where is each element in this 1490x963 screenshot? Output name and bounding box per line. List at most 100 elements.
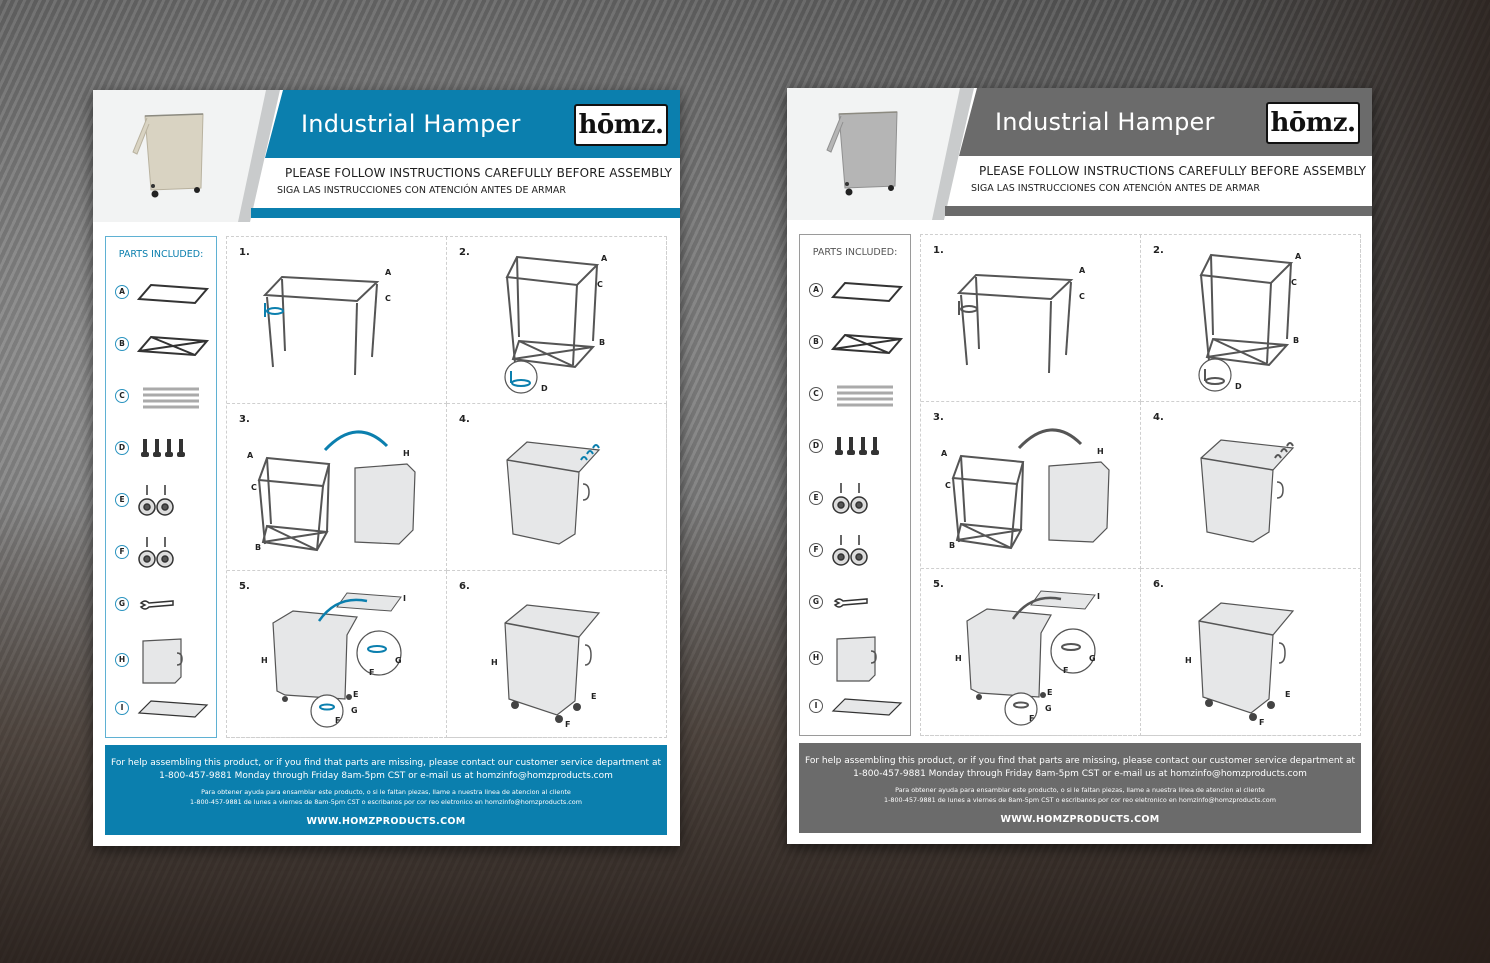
instruction-es: SIGA LAS INSTRUCCIONES CON ATENCIÓN ANTE… xyxy=(277,185,566,196)
svg-text:C: C xyxy=(597,280,603,289)
svg-text:E: E xyxy=(1285,690,1290,699)
product-photo-panel xyxy=(787,88,967,220)
bottom-frame-icon xyxy=(831,333,904,355)
step-2-panel: 2. A C B D xyxy=(447,237,667,404)
fabric-bag-icon xyxy=(836,636,877,682)
step-number: 3. xyxy=(239,414,250,425)
part-label-bubble: G xyxy=(809,595,823,609)
svg-text:C: C xyxy=(385,294,391,303)
svg-text:G: G xyxy=(395,656,402,665)
step-3-panel: 3. A C B H xyxy=(921,402,1141,569)
part-a: A xyxy=(115,273,211,313)
step-number: 6. xyxy=(459,581,470,592)
part-label-bubble: A xyxy=(809,283,823,297)
svg-text:H: H xyxy=(1097,447,1104,456)
step-1-diagram: A C xyxy=(956,266,1086,374)
product-title: Industrial Hamper xyxy=(995,108,1215,136)
part-label-bubble: D xyxy=(809,439,823,453)
step-6-panel: 6. H E F xyxy=(1141,569,1361,736)
parts-heading: PARTS INCLUDED: xyxy=(812,247,898,258)
hamper-product-photo xyxy=(132,113,204,198)
instruction-es: SIGA LAS INSTRUCCIONES CON ATENCIÓN ANTE… xyxy=(971,183,1260,194)
step-1-diagram: A C xyxy=(262,268,392,376)
website-link[interactable]: WWW.HOMZPRODUCTS.COM xyxy=(306,816,466,827)
step-1-panel: 1. A C xyxy=(227,237,447,404)
step-5-diagram: I H G F E G F xyxy=(955,590,1100,726)
svg-text:F: F xyxy=(565,720,570,729)
part-h: H xyxy=(809,631,905,685)
part-label-bubble: I xyxy=(809,699,823,713)
assembly-steps-grid: 1. A C 2. xyxy=(920,234,1361,736)
step-6-diagram: H E F xyxy=(491,604,601,729)
step-3-panel: 3. A C B H xyxy=(227,404,447,571)
part-label-bubble: F xyxy=(809,543,823,557)
svg-text:B: B xyxy=(1293,336,1299,345)
step-5-diagram: I H G F E G F xyxy=(261,592,406,728)
svg-text:E: E xyxy=(353,690,358,699)
step-6-diagram: H E F xyxy=(1185,602,1295,727)
part-label-bubble: H xyxy=(809,651,823,665)
wrench-icon xyxy=(833,598,868,608)
part-h: H xyxy=(115,633,211,687)
header-accent-stripe xyxy=(251,208,680,218)
bottom-frame-icon xyxy=(137,335,210,357)
svg-text:H: H xyxy=(261,656,268,665)
part-label-bubble: F xyxy=(115,545,129,559)
instruction-sheet-grayscale: Industrial Hamper hōmz. PLEASE FOLLOW IN… xyxy=(787,88,1372,844)
part-f: F xyxy=(115,533,211,573)
part-label-bubble: C xyxy=(115,389,129,403)
svg-text:F: F xyxy=(335,716,340,725)
part-i: I xyxy=(809,687,905,727)
sheet-header: Industrial Hamper hōmz. PLEASE FOLLOW IN… xyxy=(93,90,680,222)
sheet-header: Industrial Hamper hōmz. PLEASE FOLLOW IN… xyxy=(787,88,1372,220)
svg-text:H: H xyxy=(1185,656,1192,665)
step-1-panel: 1. A C xyxy=(921,235,1141,402)
locking-casters-icon xyxy=(832,483,868,514)
step-number: 1. xyxy=(933,245,944,256)
part-label-bubble: B xyxy=(809,335,823,349)
svg-text:F: F xyxy=(369,668,374,677)
step-number: 4. xyxy=(1153,412,1164,423)
part-d: D xyxy=(115,429,211,469)
svg-text:A: A xyxy=(247,451,254,460)
part-label-bubble: B xyxy=(115,337,129,351)
wrench-icon xyxy=(139,600,174,610)
step-5-panel: 5. I H G F E G F xyxy=(921,569,1141,736)
part-g: G xyxy=(115,585,211,625)
part-a: A xyxy=(809,271,905,311)
part-g: G xyxy=(809,583,905,623)
step-4-diagram xyxy=(506,441,601,545)
header-accent-stripe xyxy=(945,206,1372,216)
step-number: 2. xyxy=(459,247,470,258)
part-label-bubble: E xyxy=(809,491,823,505)
poles-icon xyxy=(837,385,893,407)
svg-text:C: C xyxy=(251,483,257,492)
svg-text:F: F xyxy=(1029,714,1034,723)
step-5-panel: 5. I H G F E G F xyxy=(227,571,447,738)
part-c: C xyxy=(115,377,211,417)
part-b: B xyxy=(115,325,211,365)
svg-text:I: I xyxy=(1097,592,1100,601)
instruction-en: PLEASE FOLLOW INSTRUCTIONS CAREFULLY BEF… xyxy=(285,166,673,180)
part-label-bubble: I xyxy=(115,701,129,715)
poles-icon xyxy=(143,387,199,409)
svg-text:G: G xyxy=(1089,654,1096,663)
svg-text:A: A xyxy=(1079,266,1086,275)
svg-text:A: A xyxy=(941,449,948,458)
help-text-en: For help assembling this product, or if … xyxy=(805,756,1355,779)
step-2-panel: 2. A C B D xyxy=(1141,235,1361,402)
svg-text:F: F xyxy=(1259,718,1264,727)
part-d: D xyxy=(809,427,905,467)
part-f: F xyxy=(809,531,905,571)
part-c: C xyxy=(809,375,905,415)
step-4-diagram xyxy=(1200,439,1295,543)
website-link[interactable]: WWW.HOMZPRODUCTS.COM xyxy=(1000,814,1160,825)
step-6-panel: 6. H E F xyxy=(447,571,667,738)
svg-text:C: C xyxy=(1291,278,1297,287)
step-number: 4. xyxy=(459,414,470,425)
part-label-bubble: G xyxy=(115,597,129,611)
casters-icon xyxy=(138,537,174,568)
hamper-product-photo xyxy=(826,111,898,196)
part-label-bubble: C xyxy=(809,387,823,401)
product-title: Industrial Hamper xyxy=(301,110,521,138)
